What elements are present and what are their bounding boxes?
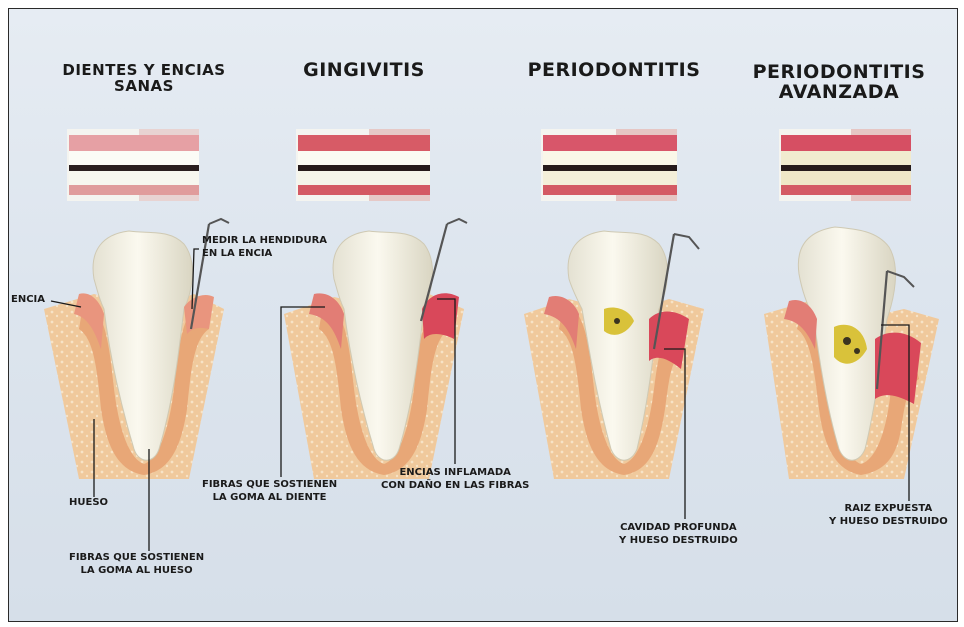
smile-advanced-periodontitis <box>779 129 911 201</box>
stage-title-gingivitis: GINGIVITIS <box>289 61 439 81</box>
label-line: Y HUESO DESTRUIDO <box>829 516 948 529</box>
label-line: RAIZ EXPUESTA <box>829 503 948 516</box>
smile-gingivitis <box>296 129 430 201</box>
label-line: CAVIDAD PROFUNDA <box>619 522 738 535</box>
diagram-frame: DIENTES Y ENCIAS SANAS GINGIVITIS PERIOD… <box>8 8 958 622</box>
label-line: ENCIA <box>11 294 45 307</box>
label-line: LA GOMA AL DIENTE <box>202 492 337 505</box>
label-fibras-diente: FIBRAS QUE SOSTIENEN LA GOMA AL DIENTE <box>202 479 337 504</box>
smile-healthy <box>67 129 199 201</box>
label-line: FIBRAS QUE SOSTIENEN <box>69 552 204 565</box>
stage-title-healthy: DIENTES Y ENCIAS SANAS <box>49 63 239 95</box>
label-line: Y HUESO DESTRUIDO <box>619 535 738 548</box>
label-line: MEDIR LA HENDIDURA <box>202 235 327 248</box>
tooth-diagram-periodontitis <box>524 231 704 479</box>
label-line: CON DAÑO EN LAS FIBRAS <box>381 480 529 493</box>
stage-title-periodontitis: PERIODONTITIS <box>514 61 714 81</box>
stage-title-line: SANAS <box>49 79 239 95</box>
stage-title-line: GINGIVITIS <box>289 61 439 81</box>
stage-title-line: PERIODONTITIS <box>514 61 714 81</box>
stage-title-line: PERIODONTITIS <box>739 63 939 83</box>
label-line: EN LA ENCIA <box>202 248 327 261</box>
label-encia: ENCIA <box>11 294 45 307</box>
label-medir-hendidura: MEDIR LA HENDIDURA EN LA ENCIA <box>202 235 327 260</box>
label-line: HUESO <box>69 497 108 510</box>
label-line: ENCIAS INFLAMADA <box>381 467 529 480</box>
stage-title-line: AVANZADA <box>739 83 939 103</box>
label-hueso: HUESO <box>69 497 108 510</box>
label-line: LA GOMA AL HUESO <box>69 565 204 578</box>
label-line: FIBRAS QUE SOSTIENEN <box>202 479 337 492</box>
label-encias-inflamada: ENCIAS INFLAMADA CON DAÑO EN LAS FIBRAS <box>381 467 529 492</box>
label-raiz-expuesta: RAIZ EXPUESTA Y HUESO DESTRUIDO <box>829 503 948 528</box>
tooth-diagram-advanced <box>764 227 939 479</box>
smile-periodontitis <box>541 129 677 201</box>
label-fibras-hueso: FIBRAS QUE SOSTIENEN LA GOMA AL HUESO <box>69 552 204 577</box>
stage-title-advanced: PERIODONTITIS AVANZADA <box>739 63 939 103</box>
label-cavidad-profunda: CAVIDAD PROFUNDA Y HUESO DESTRUIDO <box>619 522 738 547</box>
